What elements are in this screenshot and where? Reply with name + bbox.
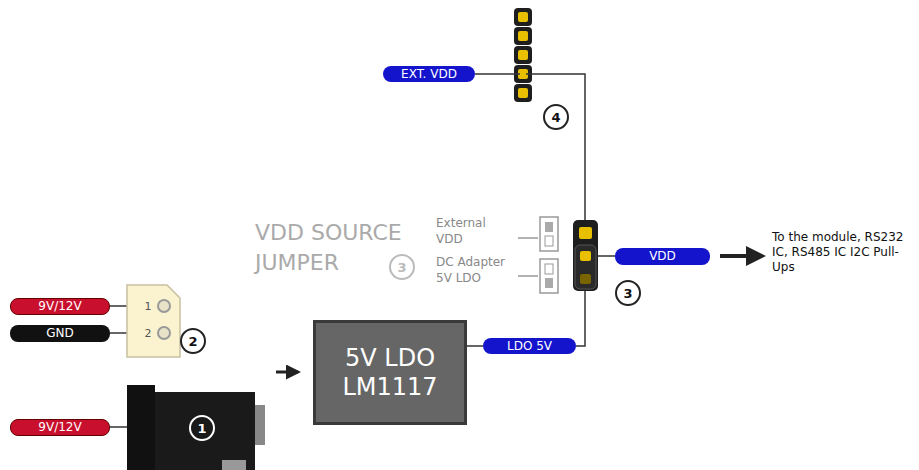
- callout-number: 3: [616, 281, 640, 305]
- callout-number: 3: [390, 255, 414, 279]
- signal-pill: LDO 5V: [483, 338, 576, 354]
- callout-number-text: 2: [188, 335, 197, 348]
- terminal-block: [127, 285, 180, 357]
- node-text: VDD: [649, 249, 676, 263]
- signal-pill: EXT. VDD: [383, 66, 475, 82]
- callout-number: 1: [190, 416, 214, 440]
- signal-pill: 9V/12V: [10, 298, 110, 315]
- callout-number: 4: [544, 105, 568, 129]
- pin-header: [514, 8, 532, 102]
- jumper-title-text: VDD SOURCE JUMPER: [255, 220, 402, 275]
- flow-arrow: [276, 371, 298, 374]
- dc-jack: [127, 385, 265, 470]
- jumper-option: DC Adapter 5V LDO: [436, 254, 516, 286]
- node-text: EXT. VDD: [401, 67, 457, 81]
- signal-pill: VDD: [615, 248, 710, 265]
- callout-circle: [181, 105, 640, 440]
- signal-pill: 9V/12V: [10, 419, 110, 436]
- pin-number-text: 2: [145, 328, 152, 339]
- node-text: 9V/12V: [38, 420, 81, 434]
- jumper-icon: [540, 217, 558, 293]
- wire-connector: [467, 345, 483, 347]
- destination-note-text: To the module, RS232 IC, RS485 IC I2C Pu…: [772, 230, 903, 274]
- jumper-option: External VDD: [436, 215, 516, 247]
- jumper-option-text: DC Adapter 5V LDO: [436, 255, 505, 285]
- signal-pill: GND: [10, 325, 110, 342]
- node-text: GND: [46, 326, 74, 340]
- pin-number-text: 1: [145, 301, 152, 312]
- node-text: LDO 5V: [507, 339, 552, 353]
- pin-number: 2: [142, 325, 154, 341]
- callout-number: 2: [181, 329, 205, 353]
- regulator-box: 5V LDO LM1117: [313, 320, 467, 425]
- vdd-jumper: [573, 220, 598, 291]
- wire: [110, 74, 615, 427]
- callout-number-text: 1: [197, 422, 206, 435]
- destination-note: To the module, RS232 IC, RS485 IC I2C Pu…: [772, 230, 914, 275]
- callout-number-text: 3: [397, 261, 406, 274]
- callout-number-text: 4: [551, 111, 560, 124]
- node-text: 9V/12V: [38, 299, 81, 313]
- callout-number-text: 3: [623, 287, 632, 300]
- jumper-option-text: External VDD: [436, 216, 486, 246]
- node-text: 5V LDO LM1117: [334, 344, 446, 402]
- pin-number: 1: [142, 298, 154, 314]
- output-arrow: [720, 254, 762, 258]
